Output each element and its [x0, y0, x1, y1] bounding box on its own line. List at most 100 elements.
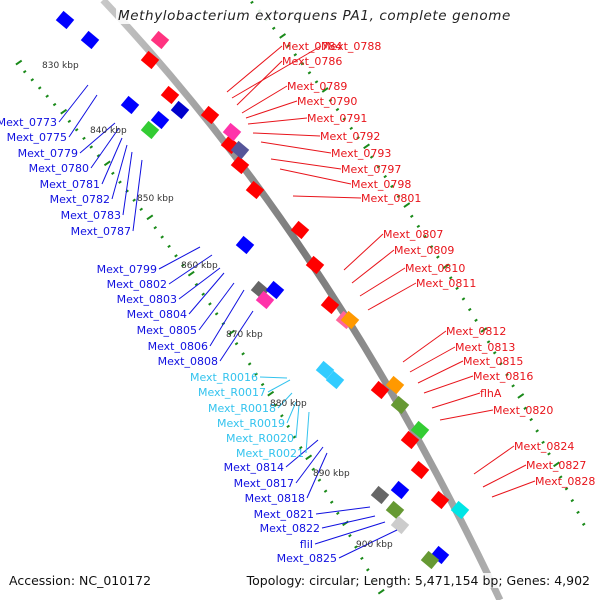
gene-label: Mext_0790: [297, 95, 357, 108]
leader-line: [314, 521, 386, 545]
tick-mark: [311, 467, 316, 471]
gene-arrow: [385, 375, 405, 395]
tick-mark: [529, 417, 533, 422]
gene-arrow: [320, 295, 340, 315]
leader-line: [236, 60, 283, 106]
tick-mark: [194, 282, 199, 287]
gene-arrow: [420, 550, 440, 570]
leader-line: [351, 249, 395, 284]
leader-line: [241, 85, 288, 114]
gene-label: Mext_0816: [473, 370, 533, 383]
tick-mark: [360, 556, 364, 561]
tick-mark: [511, 384, 515, 388]
tick-mark: [383, 174, 387, 179]
leader-line: [305, 411, 310, 454]
tick-mark: [22, 70, 27, 74]
leader-line: [158, 246, 201, 270]
gene-arrow: [400, 430, 420, 450]
gene-label: Mext_0804: [127, 308, 187, 321]
gene-label: Mext_0787: [71, 225, 131, 238]
tick-mark: [271, 26, 276, 30]
tick-mark: [335, 107, 340, 112]
leader-line: [178, 267, 221, 300]
gene-label: flhA: [480, 387, 502, 400]
gene-label: Mext_0820: [493, 404, 553, 417]
tick-mark: [153, 226, 158, 230]
kbp-label: 870 kbp: [226, 330, 263, 340]
tick-mark: [273, 403, 278, 407]
tick-mark: [67, 119, 72, 123]
gene-label: Mext_0801: [361, 192, 421, 205]
tick-mark: [60, 108, 68, 115]
gene-label: Mext_0818: [245, 492, 305, 505]
gene-arrow: [265, 280, 285, 300]
tick-mark: [329, 500, 334, 504]
gene-arrow: [290, 220, 310, 240]
leader-line: [423, 375, 474, 394]
tick-mark: [52, 102, 57, 107]
gene-label: Mext_0788: [321, 40, 381, 53]
leader-line: [321, 515, 376, 529]
tick-mark: [474, 318, 478, 322]
leader-line: [491, 480, 536, 498]
gene-labels: Mext_0784Mext_0788Mext_0786Mext_0789Mext…: [0, 40, 595, 565]
leader-line: [122, 151, 133, 216]
gene-label: Mext_0802: [107, 278, 167, 291]
tick-mark: [553, 461, 560, 468]
tick-mark: [492, 351, 497, 355]
tick-mark: [181, 263, 185, 267]
kbp-label: 890 kbp: [313, 469, 350, 479]
tick-mark: [403, 202, 411, 208]
leader-line: [439, 409, 494, 421]
map-title: Methylobacterium extorquens PA1, complet…: [116, 8, 513, 24]
tick-mark: [436, 255, 440, 259]
gene-label: Mext_0810: [405, 262, 465, 275]
gene-arrow: [200, 105, 220, 125]
gene-features: [55, 10, 470, 570]
leader-line: [417, 360, 464, 384]
leader-line: [306, 452, 328, 499]
leader-line: [226, 45, 283, 93]
gene-arrow: [370, 380, 390, 400]
leader-line: [90, 127, 120, 169]
gene-label: Mext_0791: [307, 112, 367, 125]
gene-arrow: [160, 85, 180, 105]
tick-mark: [45, 94, 49, 98]
gene-label: Mext_0811: [416, 277, 476, 290]
gene-label: Mext_0805: [137, 324, 197, 337]
leader-line: [277, 392, 293, 409]
gene-arrow: [245, 180, 265, 200]
tick-mark: [187, 270, 195, 277]
accession-text: Accession: NC_010172: [9, 573, 152, 588]
gene-arrow: [150, 30, 170, 50]
tick-mark: [307, 71, 312, 75]
gene-arrow: [430, 490, 450, 510]
tick-mark: [448, 276, 453, 280]
leader-line: [188, 272, 225, 315]
tick-mark: [300, 62, 305, 66]
leader-line: [473, 445, 515, 475]
gene-arrow: [120, 95, 140, 115]
gene-label: Mext_0783: [61, 209, 121, 222]
gene-arrow: [450, 500, 470, 520]
tick-mark: [37, 86, 42, 90]
leader-line: [247, 117, 308, 125]
tick-mark: [354, 545, 358, 549]
gene-label: Mext_R0016: [190, 371, 258, 384]
tick-mark: [349, 126, 354, 131]
leader-line: [101, 137, 123, 185]
leader-line: [279, 168, 352, 185]
tick-mark: [314, 80, 319, 84]
tick-mark: [363, 143, 370, 150]
tick-mark: [139, 207, 144, 211]
gene-label: Mext_0789: [287, 80, 347, 93]
tick-mark: [541, 440, 545, 445]
gene-label: Mext_0828: [535, 475, 595, 488]
gene-label: Mext_0808: [158, 355, 218, 368]
tick-mark: [214, 312, 219, 316]
leader-line: [132, 159, 143, 232]
tick-mark: [167, 244, 171, 249]
leader-line: [209, 289, 245, 347]
gene-arrow: [315, 360, 335, 380]
tick-mark: [201, 292, 206, 296]
